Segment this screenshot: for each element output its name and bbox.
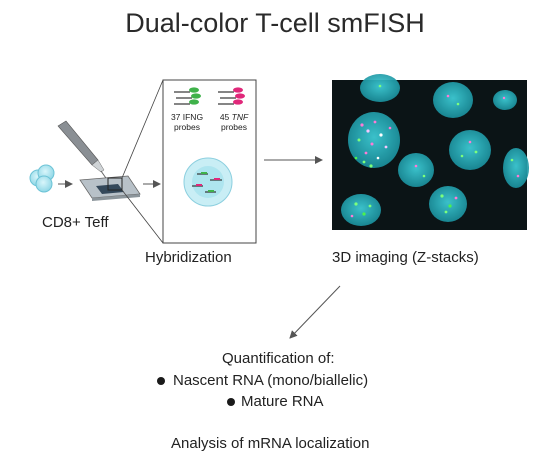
nucleus-schematic-icon (183, 157, 233, 207)
tnf-probe-label: 45 TNF probes (219, 112, 249, 132)
pipette-icon (57, 120, 109, 182)
hybridization-label: Hybridization (145, 249, 232, 266)
quantification-item-nascent: Nascent RNA (mono/biallelic) (173, 372, 369, 389)
cells-label: CD8+ Teff (42, 214, 109, 231)
ifng-probe-icon (174, 87, 201, 105)
arrow-imaging-to-quantification (289, 285, 341, 339)
t-cell-cluster-icon (29, 164, 55, 193)
quantification-heading: Quantification of: (222, 350, 335, 367)
bullet-icon (227, 398, 235, 406)
imaging-label: 3D imaging (Z-stacks) (332, 249, 479, 266)
smfish-spots (350, 84, 520, 218)
bullet-icon (157, 377, 165, 385)
figure-title: Dual-color T-cell smFISH (125, 8, 425, 38)
smfish-microscopy-image (332, 74, 529, 230)
microscope-slide-icon (79, 175, 141, 201)
quantification-item-mature: Mature RNA (241, 393, 324, 410)
tnf-probe-icon (218, 87, 245, 105)
analysis-label: Analysis of mRNA localization (171, 435, 370, 452)
ifng-probe-label: 37 IFNG probes (170, 112, 204, 132)
